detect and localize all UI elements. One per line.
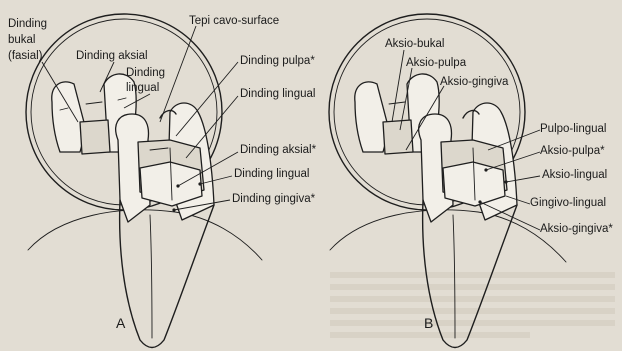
label-gingivolingual: Gingivo-lingual (530, 197, 606, 209)
label-lingual-wall-upper: Dinding lingual (240, 88, 315, 100)
gum-line-b (330, 210, 566, 262)
panel-letter-a: A (116, 315, 126, 331)
bleed-through-texture (330, 272, 615, 338)
label-buccal-wall-line3: (fasial) (8, 50, 43, 62)
gum-line (28, 210, 262, 260)
label-axiopulpal-top: Aksio-pulpa (406, 57, 467, 69)
label-pulpolingual: Pulpo-lingual (540, 123, 607, 135)
label-axial-wall-small: Dinding aksial (76, 50, 148, 62)
label-axiopulpal: Aksio-pulpa* (540, 145, 605, 157)
main-tooth-a (116, 103, 214, 348)
label-buccal-wall-line2: bukal (8, 34, 36, 46)
label-axiogingival: Aksio-gingiva* (540, 223, 613, 235)
label-buccal-wall-line1: Dinding (8, 18, 47, 30)
label-axial-wall: Dinding aksial* (240, 144, 317, 156)
panel-letter-b: B (424, 315, 433, 331)
label-lingual-wall-small-line2: lingual (126, 82, 159, 94)
label-cavosurface: Tepi cavo-surface (189, 15, 279, 27)
label-lingual-wall-small-line1: Dinding (126, 67, 165, 79)
label-axiobuccal: Aksio-bukal (385, 38, 444, 50)
panel-a: Dinding bukal (fasial) Dinding aksial Di… (8, 14, 317, 348)
label-gingival-wall: Dinding gingiva* (232, 193, 316, 205)
label-axiolingual: Aksio-lingual (542, 169, 607, 181)
label-lingual-wall-lower: Dinding lingual (234, 168, 309, 180)
label-pulpal-wall: Dinding pulpa* (240, 55, 315, 67)
label-axiogingival-top: Aksio-gingiva (440, 76, 509, 88)
